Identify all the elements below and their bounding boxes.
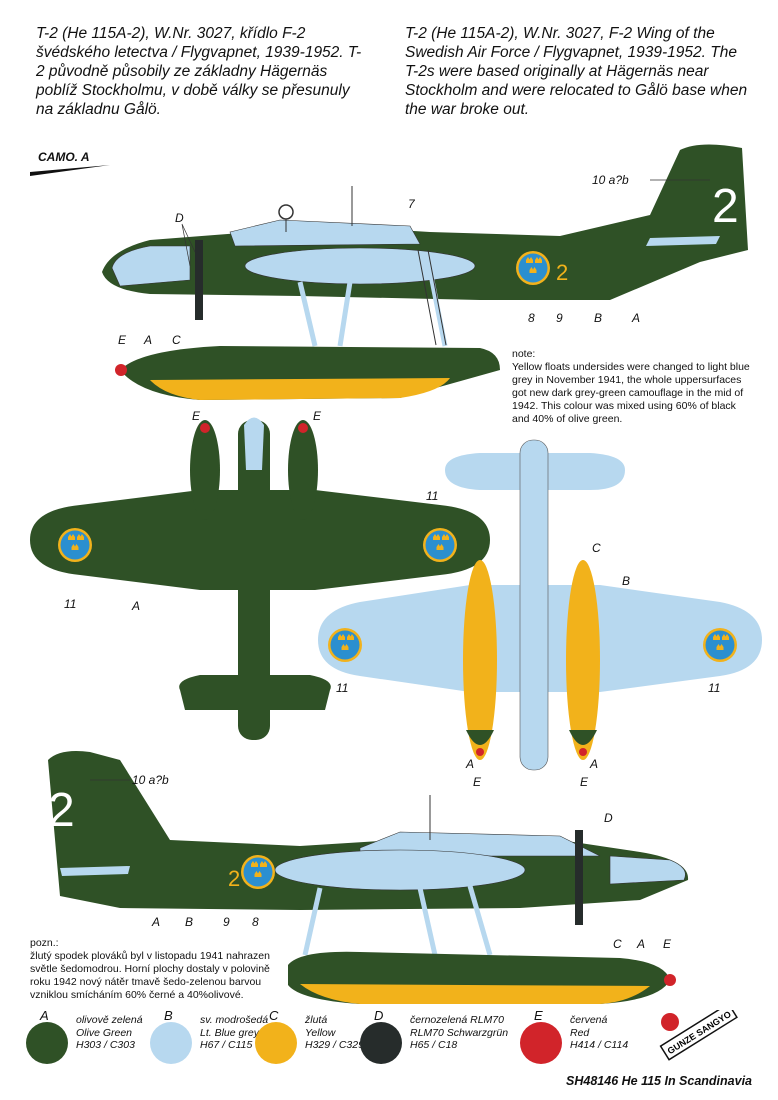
svg-text:D: D [175, 211, 184, 225]
labels-top-side: D 7 10 a?b 8 9 B A E A C [118, 173, 710, 347]
svg-text:10 a?b: 10 a?b [592, 173, 629, 187]
svg-text:A: A [143, 333, 152, 347]
svg-text:A: A [465, 757, 474, 771]
svg-text:A: A [151, 915, 160, 929]
footer-title: SH48146 He 115 In Scandinavia [566, 1074, 752, 1088]
svg-text:C: C [613, 937, 622, 951]
svg-text:E: E [192, 409, 201, 423]
fuselage-number-lower: 2 [228, 866, 240, 891]
svg-text:11: 11 [426, 489, 438, 503]
camo-swoosh [30, 165, 110, 176]
svg-text:A: A [631, 311, 640, 325]
header-czech: T-2 (He 115A-2), W.Nr. 3027, křídlo F-2 … [36, 25, 362, 118]
svg-text:9: 9 [556, 311, 563, 325]
labels-under-view: C B 11 11 A A E E [336, 541, 720, 789]
svg-text:B: B [185, 915, 193, 929]
plan-view-upper [30, 417, 490, 740]
note-english: note: Yellow floats undersides were chan… [512, 348, 750, 425]
note-czech: pozn.: žlutý spodek plováků byl v listop… [30, 937, 270, 1001]
tail-number: 2 [712, 180, 739, 233]
svg-text:11: 11 [708, 681, 720, 695]
labels-top-view: E E 11 11 A [64, 409, 438, 613]
tail-number-lower: 2 [48, 784, 75, 837]
plan-view-under [318, 439, 762, 771]
svg-text:B: B [594, 311, 602, 325]
svg-text:E: E [118, 333, 127, 347]
side-view-top: 2 2 [102, 144, 748, 400]
svg-text:C: C [172, 333, 181, 347]
gunze-sangyo-logo: GUNZE SANGYO [659, 1010, 738, 1061]
svg-text:10 a?b: 10 a?b [132, 773, 169, 787]
svg-text:C: C [592, 541, 601, 555]
svg-text:A: A [636, 937, 645, 951]
side-view-bottom: 2 2 [48, 751, 689, 1004]
svg-text:E: E [580, 775, 589, 789]
fuselage-number: 2 [556, 260, 568, 285]
svg-text:7: 7 [408, 197, 416, 211]
svg-text:B: B [622, 574, 630, 588]
svg-text:8: 8 [528, 311, 535, 325]
svg-text:11: 11 [336, 681, 348, 695]
svg-text:E: E [473, 775, 482, 789]
svg-text:E: E [313, 409, 322, 423]
labels-bottom-side: 10 a?b D A B 9 8 C A E [90, 773, 672, 951]
svg-text:E: E [663, 937, 672, 951]
header-english: T-2 (He 115A-2), W.Nr. 3027, F-2 Wing of… [405, 25, 748, 118]
svg-text:9: 9 [223, 915, 230, 929]
svg-text:D: D [604, 811, 613, 825]
svg-text:A: A [589, 757, 598, 771]
camo-label: CAMO. A [38, 150, 90, 164]
svg-text:8: 8 [252, 915, 259, 929]
svg-text:A: A [131, 599, 140, 613]
svg-text:11: 11 [64, 597, 76, 611]
